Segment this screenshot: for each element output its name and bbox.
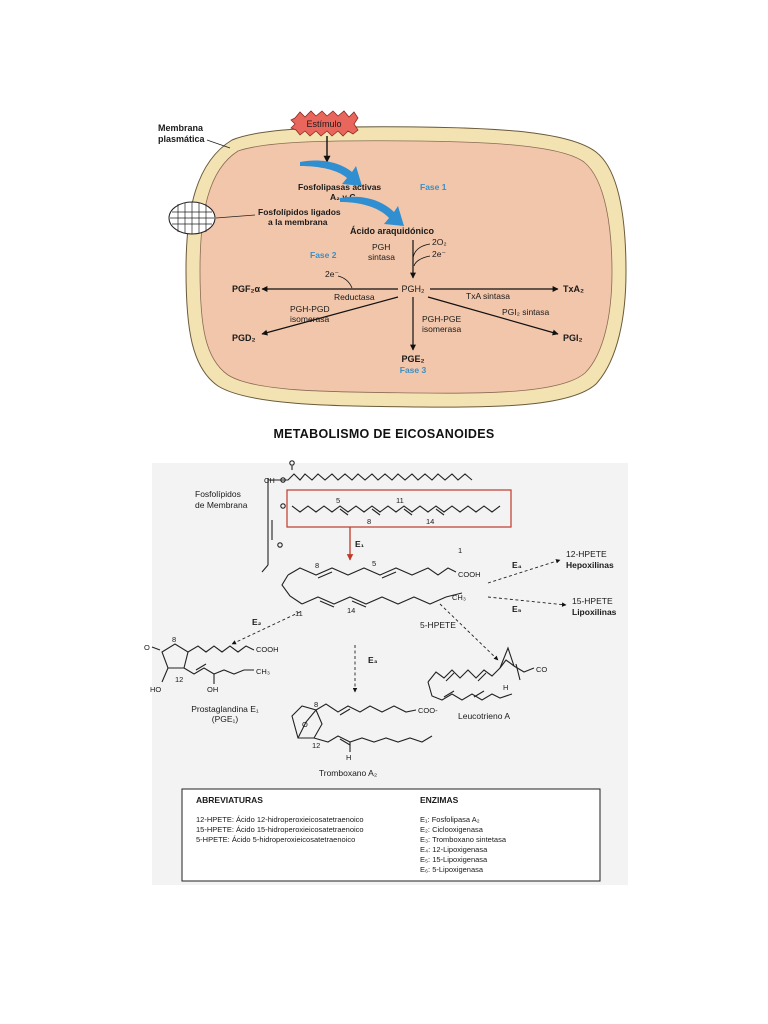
phospholipids-label-2: a la membrana — [268, 217, 328, 227]
leuco-co: CO — [536, 665, 547, 674]
thromboxane-a2-structure — [291, 703, 433, 752]
enz-item-2: E₂: Ciclooxigenasa — [420, 825, 484, 834]
pos-14: 14 — [426, 517, 434, 526]
pos-11: 11 — [396, 496, 404, 505]
e4-label: E₄ — [512, 560, 522, 570]
e2-left-label: 2e⁻ — [325, 269, 339, 279]
tx-name: Tromboxano A₂ — [319, 768, 377, 778]
pgi2-synthase-label: PGI₂ sintasa — [502, 307, 550, 317]
enz-title: ENZIMAS — [420, 795, 459, 805]
cytoplasm — [199, 140, 613, 394]
pge1-pos12: 12 — [175, 675, 183, 684]
backbone-ch: CH — [264, 476, 275, 485]
enz-item-1: E₁: Fosfolipasa A₂ — [420, 815, 480, 824]
blue-arrow-1 — [300, 160, 362, 186]
e2-top-label: 2e⁻ — [432, 249, 446, 259]
lipoxilinas-label: Lipoxilinas — [572, 607, 617, 617]
sn2-chain-box — [286, 489, 512, 528]
enz-item-6: E₆: 5-Lipoxigenasa — [420, 865, 484, 874]
hpete12-label: 12-HPETE — [566, 549, 607, 559]
hpete15-label: 15-HPETE — [572, 596, 613, 606]
stimulus-label: Estímulo — [306, 119, 341, 129]
membrane-label-2: plasmática — [158, 134, 206, 144]
tx-pos12: 12 — [312, 741, 320, 750]
pge1-name: Prostaglandina E₁ — [191, 704, 259, 714]
hpete5-label: 5-HPETE — [420, 620, 456, 630]
e1-label: E₁ — [355, 539, 365, 549]
pge1-cooh: COOH — [256, 645, 279, 654]
arach-pos-8: 8 — [315, 561, 319, 570]
membrane-phospholipids-label: Fosfolípidos — [195, 489, 241, 499]
pgh-pge-label: PGH-PGE — [422, 314, 462, 324]
pge1-ho: HO — [150, 685, 161, 694]
leuco-h: H — [503, 683, 508, 692]
tx-o: O — [302, 720, 308, 729]
sn2-chain — [291, 505, 501, 516]
hepoxilinas-label: Hepoxilinas — [566, 560, 614, 570]
pgf2a-label: PGF₂α — [232, 284, 261, 294]
tx-coo: COO- — [418, 706, 438, 715]
enz-item-5: E₅: 15-Lipoxigenasa — [420, 855, 488, 864]
arach-pos-5: 5 — [372, 559, 376, 568]
arach-pos-1: 1 — [458, 546, 462, 555]
tx-h: H — [346, 753, 351, 762]
abbr-item-2: 15-HPETE: Ácido 15-hidroperoxieicosatetr… — [196, 825, 364, 834]
page-title: METABOLISMO DE EICOSANOIDES — [273, 427, 495, 441]
pge1-o: O — [144, 643, 150, 652]
phase1-label: Fase 1 — [420, 182, 447, 192]
blue-arrow-2 — [340, 196, 404, 226]
enz-item-4: E₄: 12-Lipoxigenasa — [420, 845, 488, 854]
glycerol-backbone — [261, 460, 473, 573]
pge1-pos8: 8 — [172, 635, 176, 644]
phospholipid-bilayer-icon — [168, 201, 216, 235]
o2-label: 2O₂ — [432, 237, 447, 247]
e2-label: E₂ — [252, 617, 262, 627]
phospholipids-label: Fosfolípidos ligados — [258, 207, 341, 217]
pgh2-label: PGH₂ — [402, 284, 426, 294]
arachidonic-label: Ácido araquidónico — [350, 226, 435, 236]
cell-diagram: Membrana plasmática Estímulo Fosfolipasa… — [158, 110, 627, 408]
abbr-item-3: 5-HPETE: Ácido 5-hidroperoxieicosatetrae… — [196, 835, 355, 844]
phase2-label: Fase 2 — [310, 250, 337, 260]
abbr-title: ABREVIATURAS — [196, 795, 263, 805]
phospholipase-label-2: A₂ y C — [330, 192, 356, 202]
pgh-pgd-label: PGH-PGD — [290, 304, 330, 314]
pge1-structure — [151, 643, 255, 684]
e5-label: E₅ — [512, 604, 522, 614]
arach-ch3: CH₃ — [452, 593, 466, 602]
txa2-label: TxA₂ — [563, 284, 584, 294]
membrane-label: Membrana — [158, 123, 204, 133]
pge1-name-2: (PGE₁) — [212, 714, 239, 724]
pos-8: 8 — [367, 517, 371, 526]
pathway-panel: Fosfolípidos de Membrana CH 5 8 11 14 — [144, 460, 628, 885]
membrane-phospholipids-label-2: de Membrana — [195, 500, 248, 510]
pgh-pge-label-2: isomerasa — [422, 324, 461, 334]
enz-item-3: E₃: Tromboxano sintetasa — [420, 835, 507, 844]
leuco-name: Leucotrieno A — [458, 711, 510, 721]
pgi2-label: PGI₂ — [563, 333, 583, 343]
pge2-label: PGE₂ — [401, 354, 424, 364]
phase3-label: Fase 3 — [400, 365, 427, 375]
pge1-oh: OH — [207, 685, 218, 694]
pge1-ch3: CH₃ — [256, 667, 270, 676]
stimulus-burst — [290, 110, 359, 137]
legend-box — [181, 788, 601, 882]
pos-5: 5 — [336, 496, 340, 505]
reductase-label: Reductasa — [334, 292, 375, 302]
phospholipase-label: Fosfolipasas activas — [298, 182, 381, 192]
e3-label: E₃ — [368, 655, 378, 665]
arach-cooh: COOH — [458, 570, 481, 579]
pgh-synthase-label: PGH — [372, 242, 390, 252]
txa-synthase-label: TxA sintasa — [466, 291, 510, 301]
pgd2-label: PGD₂ — [232, 333, 256, 343]
tx-pos8: 8 — [314, 700, 318, 709]
arachidonic-acid-structure — [281, 567, 463, 608]
leukotriene-a-structure — [427, 646, 535, 701]
abbr-item-1: 12-HPETE: Ácido 12-hidroperoxieicosatetr… — [196, 815, 364, 824]
pgh-synthase-label-2: sintasa — [368, 252, 395, 262]
pgh-pgd-label-2: isomerasa — [290, 314, 329, 324]
arach-pos-14: 14 — [347, 606, 355, 615]
arach-pos-11: 11 — [295, 609, 303, 618]
